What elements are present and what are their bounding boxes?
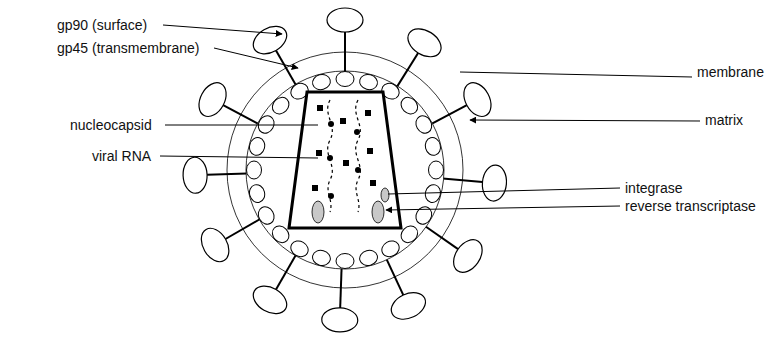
part-label: gp90 (surface) <box>57 17 147 33</box>
leader-lines <box>160 25 700 210</box>
capsid <box>289 92 401 228</box>
part-label: membrane <box>697 64 764 80</box>
enzymes <box>312 188 389 223</box>
part-label: reverse transcriptase <box>625 198 756 214</box>
part-label: gp45 (transmembrane) <box>57 40 199 56</box>
part-label: nucleocapsid <box>70 117 152 133</box>
part-label: matrix <box>705 112 743 128</box>
part-label: integrase <box>625 180 683 196</box>
rna <box>312 100 376 212</box>
part-label: viral RNA <box>92 148 151 164</box>
membrane-inner <box>246 71 444 269</box>
membrane-outer <box>227 52 463 288</box>
spikes <box>182 8 507 333</box>
matrix-beads <box>247 72 444 269</box>
